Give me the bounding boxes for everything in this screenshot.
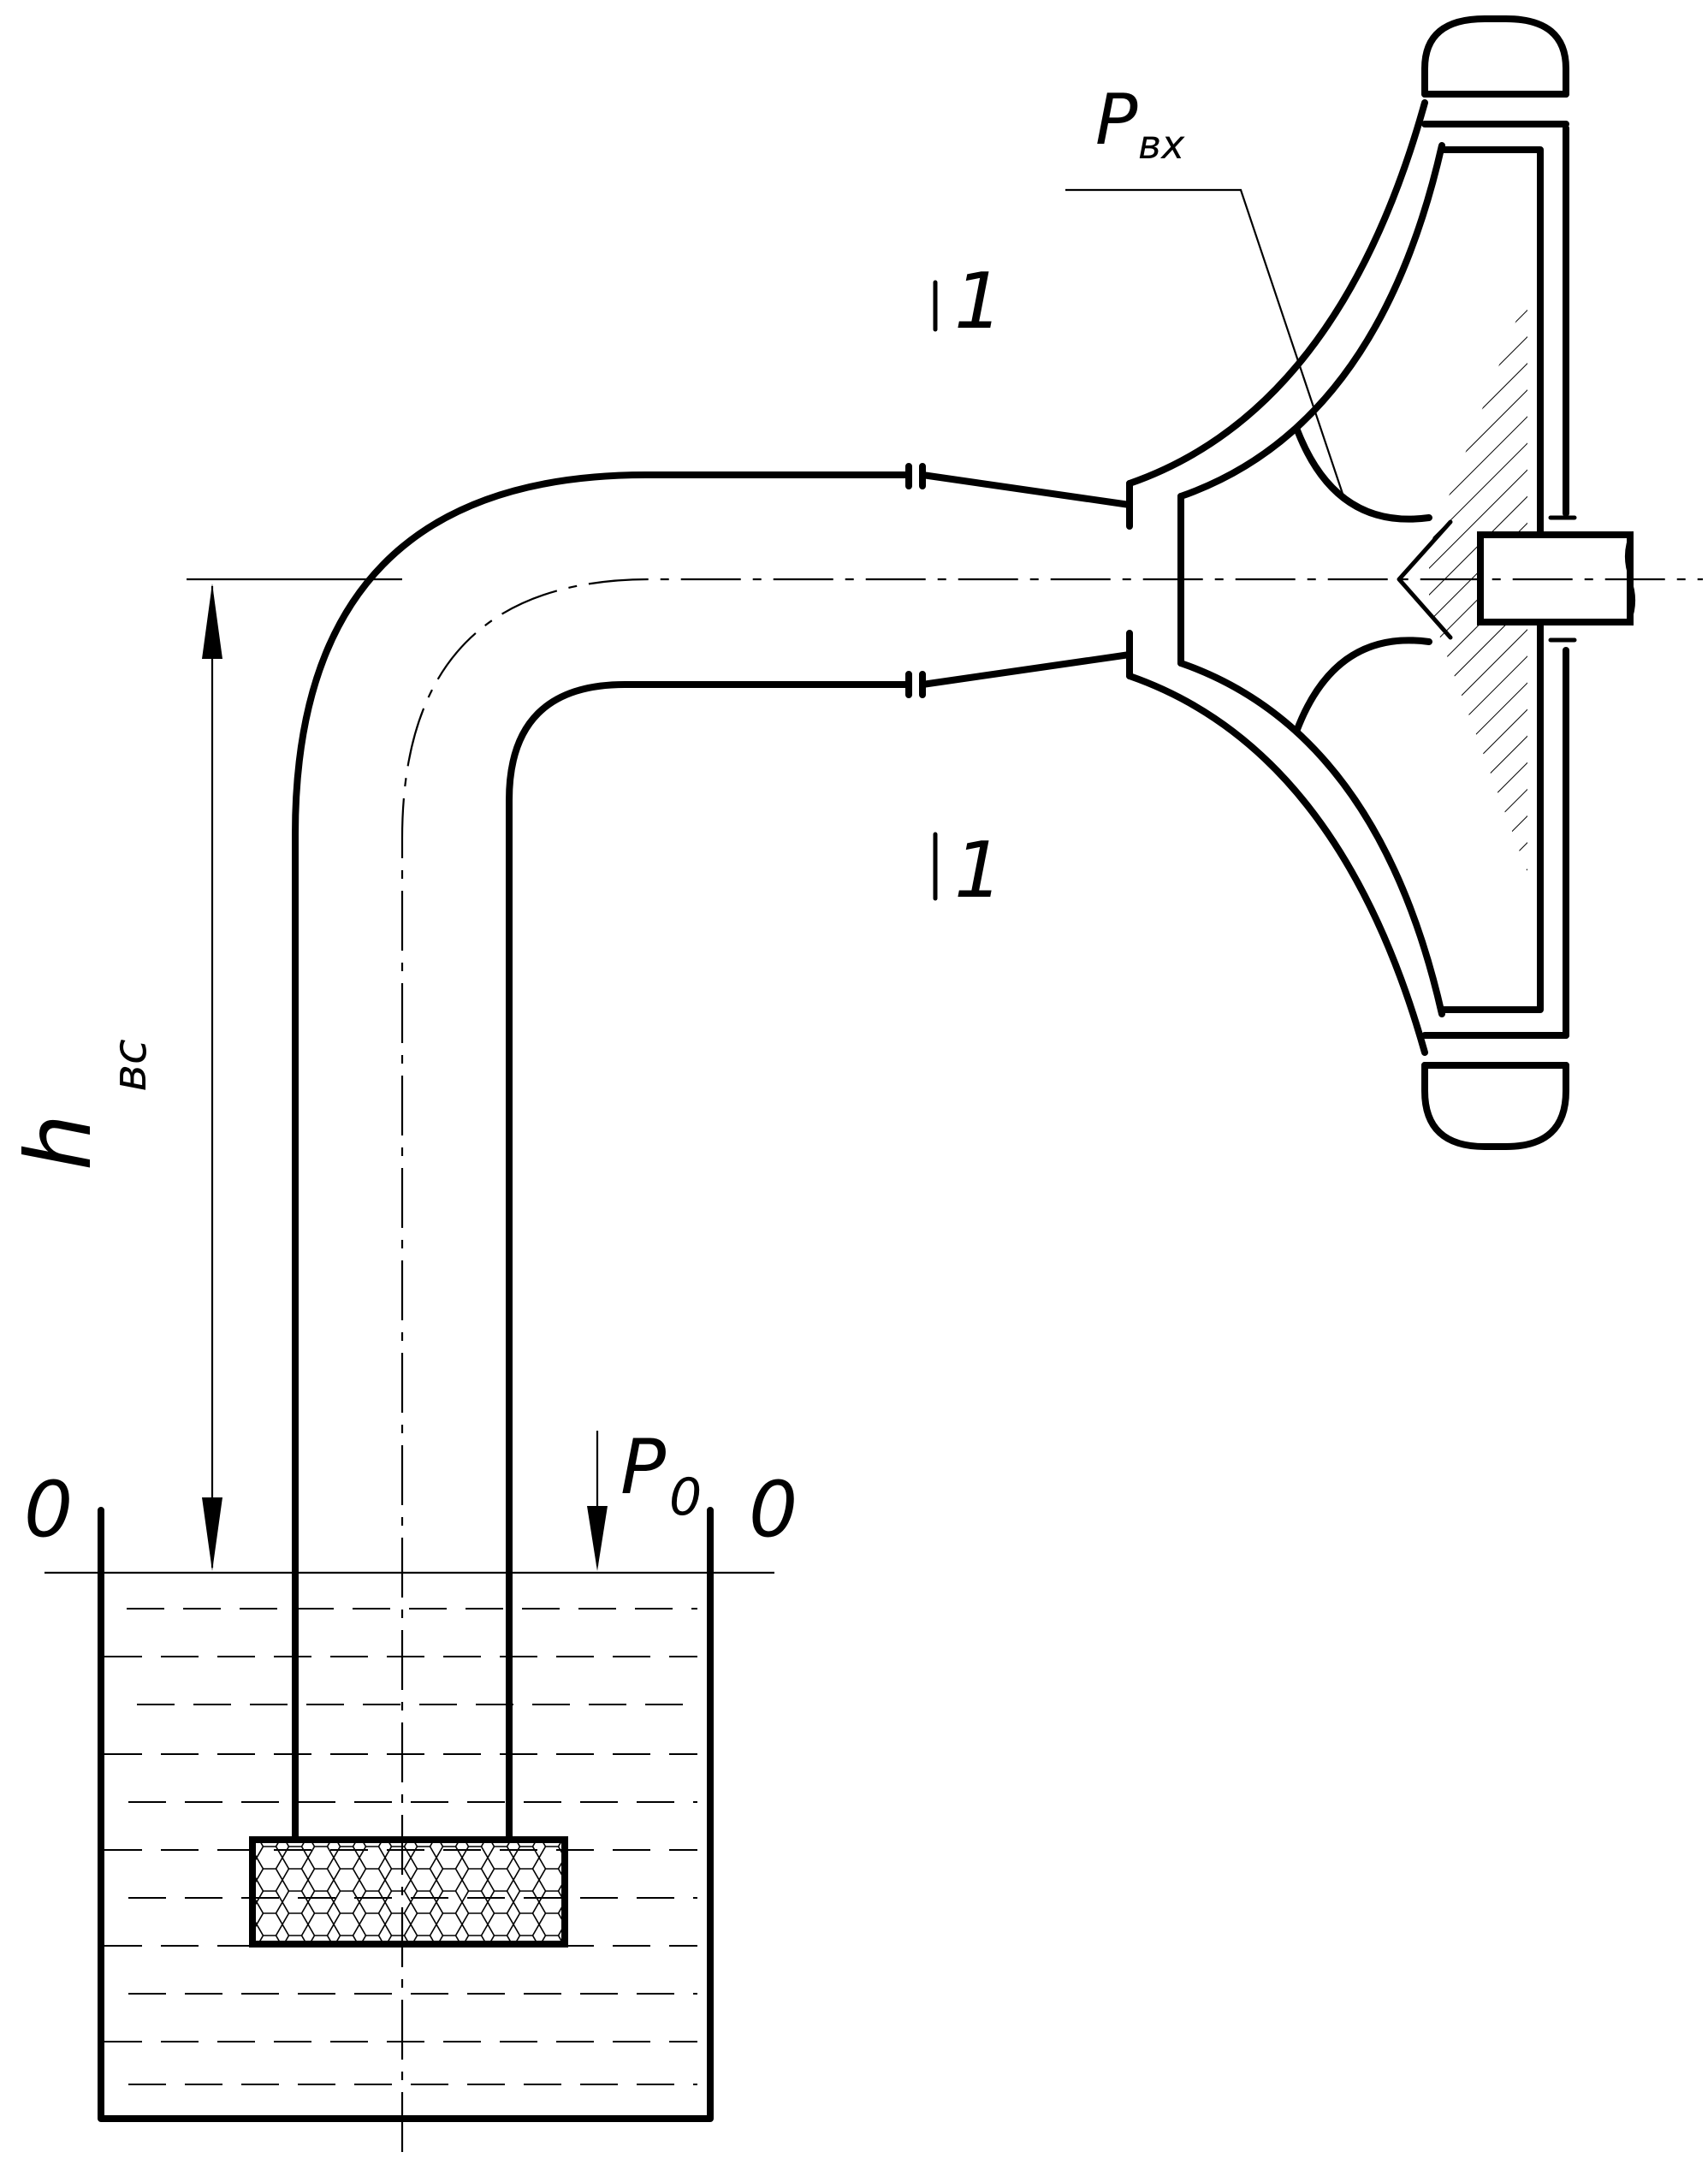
h-label: h: [7, 1114, 111, 1171]
p0-subscript: 0: [669, 1467, 702, 1527]
center-lines: [187, 578, 1703, 2152]
strainer-mesh: [249, 1836, 568, 1948]
p-in-subscript: вх: [1138, 122, 1185, 168]
p-in-leader: [1065, 188, 1345, 497]
dimension-h: [202, 584, 222, 1571]
tank: [44, 1507, 774, 2122]
h-subscript: вс: [103, 1039, 157, 1092]
level-label-right: 0: [749, 1465, 798, 1555]
pump-casing: [1126, 15, 1569, 1150]
p0-arrow: [587, 1431, 608, 1571]
p-in-label: P: [1095, 80, 1138, 161]
suction-pipe: [292, 463, 1133, 1841]
section-label-top: 1: [954, 257, 1003, 347]
p0-label: P: [620, 1423, 666, 1511]
section-label-bottom: 1: [954, 826, 1003, 916]
level-label-left: 0: [24, 1465, 73, 1555]
